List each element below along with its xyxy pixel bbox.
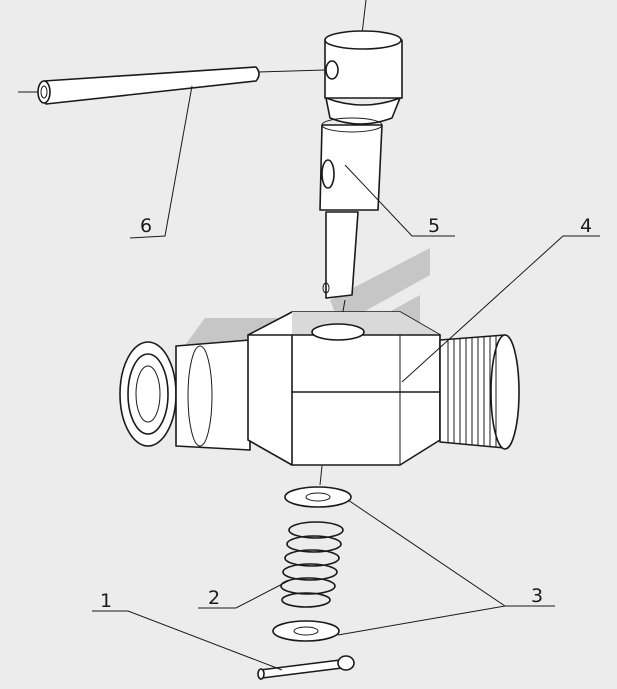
callout-labels: 6 5 4 3 2 1 — [100, 215, 592, 612]
part-1-split-pin — [257, 655, 355, 680]
leader-lines — [92, 85, 600, 671]
callout-4: 4 — [580, 215, 592, 237]
callout-3: 3 — [531, 585, 543, 607]
part-4-valve-body — [119, 311, 520, 486]
part-3-washers — [272, 486, 352, 642]
thread-lines — [447, 336, 497, 447]
callout-2: 2 — [208, 587, 220, 609]
part-6-pin — [18, 66, 326, 105]
callout-6: 6 — [140, 215, 152, 237]
callout-5: 5 — [428, 215, 440, 237]
part-2-spring — [280, 521, 344, 608]
callout-1: 1 — [100, 590, 112, 612]
part-5-plunger — [319, 0, 403, 329]
